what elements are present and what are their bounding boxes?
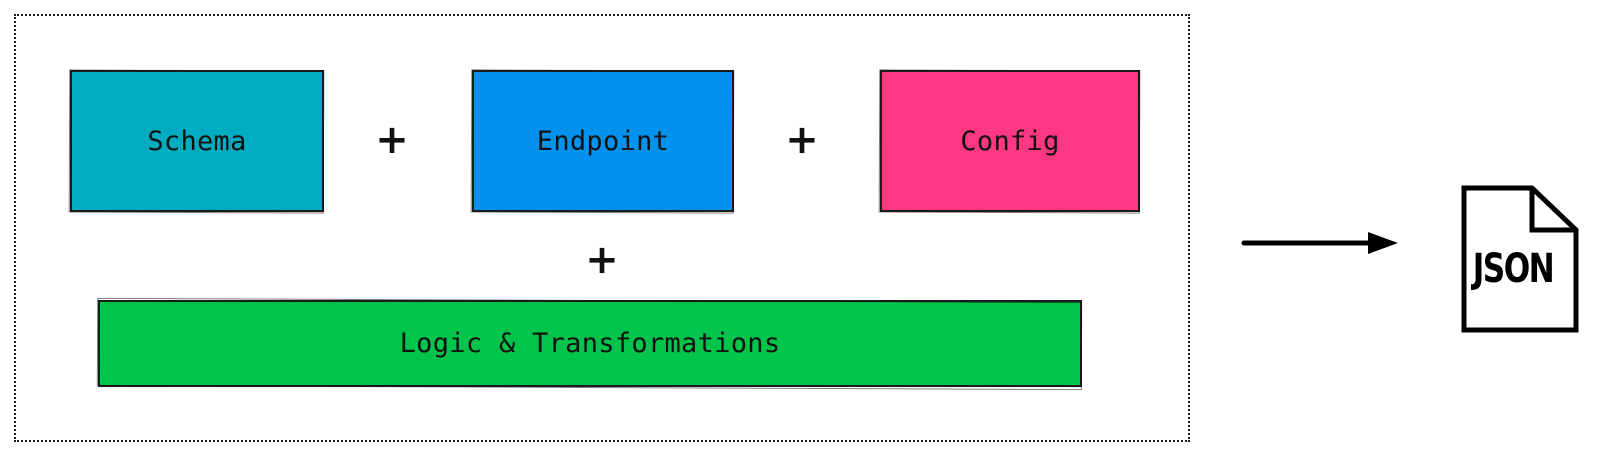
schema-box: Schema [70,70,324,212]
logic-transformations-label: Logic & Transformations [399,328,781,359]
input-group-frame [14,14,1190,442]
arrow-right-icon [1241,232,1398,254]
json-file-label: JSON [1472,246,1555,292]
config-label: Config [960,125,1060,157]
schema-label: Schema [147,125,247,157]
logic-transformations-box: Logic & Transformations [98,300,1082,387]
file-outline-icon [1461,185,1579,333]
plus-operator-1: + [375,117,409,163]
endpoint-label: Endpoint [536,125,670,157]
json-file-icon: JSON [1460,184,1580,334]
endpoint-box: Endpoint [472,70,734,212]
plus-operator-2: + [785,117,819,163]
plus-operator-3: + [585,237,619,283]
config-box: Config [880,70,1140,212]
